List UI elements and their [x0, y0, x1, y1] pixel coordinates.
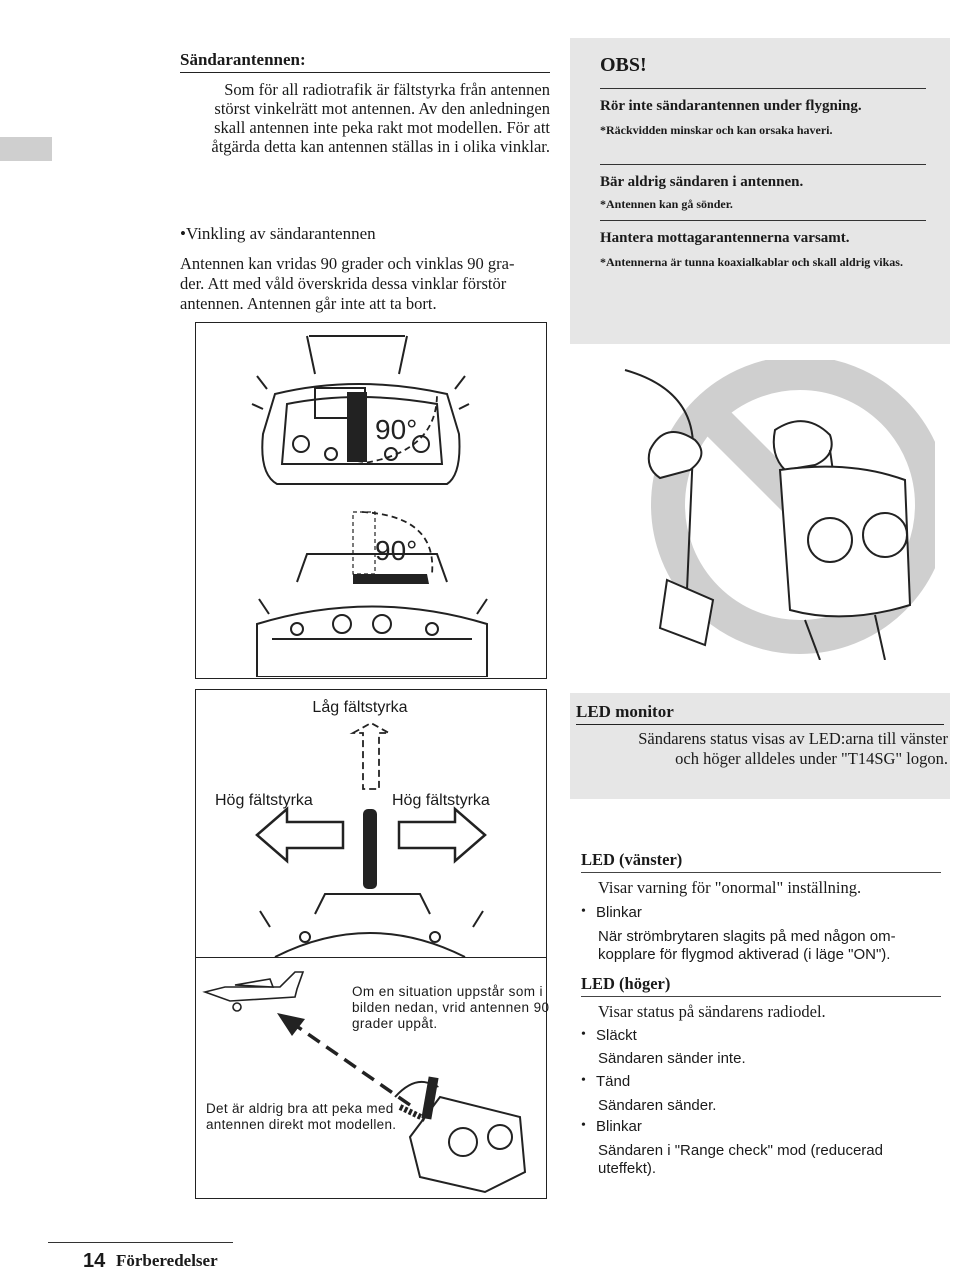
bullet-dot: •: [581, 1118, 586, 1133]
situation-caption-left: Det är aldrig bra att peka med antennen …: [206, 1101, 397, 1132]
high-field-label-right: Hög fältstyrka: [392, 792, 490, 809]
section-rule: [180, 72, 550, 73]
low-field-label: Låg fältstyrka: [312, 699, 408, 716]
field-strength-figure: [255, 721, 487, 957]
obs-note: *Räckvidden minskar och kan orsaka haver…: [600, 123, 833, 137]
arrow-left-illustration: [255, 806, 345, 864]
led-right-item-desc: Sändaren sänder.: [598, 1097, 717, 1114]
antenna-dark-illustration: [347, 392, 367, 462]
antenna-angle-figure: 90° 90°: [251, 335, 488, 677]
body-line: störst vinkelrätt mot antennen. Av den a…: [214, 99, 550, 118]
led-right-title: LED (höger): [581, 974, 671, 993]
rotation-arc-illustration: [356, 393, 438, 465]
antenna-angle-figure-frame: [195, 322, 547, 679]
angle-label-top: 90°: [375, 414, 417, 445]
obs-heading: Hantera mottagarantennerna varsamt.: [600, 230, 850, 246]
led-right-item-label: Tänd: [596, 1073, 631, 1090]
prohibited-carry-figure: [624, 360, 935, 660]
obs-heading: Bär aldrig sändaren i antennen.: [600, 174, 804, 190]
led-monitor-desc: Sändarens status visas av LED:arna till …: [576, 729, 948, 769]
transmitter-top-view-illustration: [251, 335, 470, 485]
footer-rule: [48, 1242, 233, 1243]
situation-figure: [202, 971, 527, 1194]
obs-heading: Rör inte sändarantennen under flygning.: [600, 98, 862, 114]
led-left-bullet-desc-2: kopplare för flygmod aktiverad (i läge "…: [598, 946, 891, 963]
transmitter-front-view-illustration: [256, 553, 488, 677]
chapter-name: Förberedelser: [116, 1251, 218, 1270]
led-right-desc: Visar status på sändarens radiodel.: [598, 1002, 826, 1021]
subsection-body: Antennen kan vridas 90 grader och vinkla…: [180, 254, 550, 314]
led-right-item-desc: Sändaren i "Range check" mod (reducerad: [598, 1142, 883, 1159]
body-line: skall antennen inte peka rakt mot modell…: [214, 118, 550, 137]
desc-line: Sändarens status visas av LED:arna till …: [638, 729, 948, 748]
obs-note: *Antennen kan gå sönder.: [600, 197, 733, 211]
body-line: Antennen kan vridas 90 grader och vinkla…: [180, 254, 515, 273]
section-title: Sändarantennen:: [180, 50, 306, 69]
direction-arrow-head-illustration: [277, 1013, 305, 1036]
situation-caption-right: Om en situation uppstår som i bilden ned…: [352, 984, 550, 1031]
antenna-upright-ghost-illustration: [352, 511, 376, 575]
obs-warning-box: OBS! Rör inte sändarantennen under flygn…: [570, 38, 950, 344]
body-line: der. Att med våld överskrida dessa vinkl…: [180, 274, 507, 293]
hand-carrying-transmitter-illustration: [624, 369, 912, 660]
body-line: åtgärda detta kan antennen ställas in i …: [211, 137, 550, 156]
led-left-rule: [581, 872, 941, 873]
desc-line: och höger alldeles under "T14SG" logon.: [675, 749, 948, 768]
led-right-item-label: Släckt: [596, 1027, 637, 1044]
led-left-title: LED (vänster): [581, 850, 683, 869]
body-line: antennen. Antennen går inte att ta bort.: [180, 294, 437, 313]
bullet-dot: •: [581, 904, 586, 919]
led-monitor-rule: [576, 724, 944, 725]
led-monitor-title: LED monitor: [576, 702, 674, 721]
arrow-right-illustration: [397, 806, 487, 864]
transmitter-illustration: [259, 893, 484, 957]
section-body: Som för all radiotrafik är fältstyrka fr…: [180, 80, 550, 156]
arrow-up-dashed-illustration: [349, 721, 393, 790]
airplane-illustration: [202, 971, 305, 1012]
direction-dashed-line-illustration: [294, 1023, 411, 1107]
led-right-rule: [581, 996, 941, 997]
led-monitor-box: LED monitor Sändarens status visas av LE…: [570, 693, 950, 799]
obs-note: *Antennerna är tunna koaxialkablar och s…: [600, 255, 903, 269]
led-right-item-desc: uteffekt).: [598, 1160, 657, 1177]
led-right-item-desc: Sändaren sänder inte.: [598, 1050, 746, 1067]
antenna-upright-illustration: [363, 809, 377, 889]
antenna-folded-illustration: [353, 574, 429, 584]
led-left-desc: Visar varning för "onormal" inställning.: [598, 878, 862, 897]
obs-rule: [600, 88, 926, 89]
bullet-dot: •: [581, 1073, 586, 1088]
subsection-title: •Vinkling av sändarantennen: [180, 224, 376, 243]
prohibition-ring-illustration: [651, 360, 935, 654]
obs-rule: [600, 164, 926, 165]
body-line: Som för all radiotrafik är fältstyrka fr…: [224, 80, 550, 99]
page-number: 14: [83, 1250, 106, 1272]
bullet-dot: •: [581, 1027, 586, 1042]
field-strength-figure-frame: [195, 689, 547, 957]
high-field-label-left: Hög fältstyrka: [215, 792, 313, 809]
situation-figure-frame: [195, 957, 547, 1199]
angle-label-bottom: 90°: [375, 535, 417, 566]
obs-title: OBS!: [600, 54, 647, 76]
chapter-tab-marker: [0, 137, 52, 161]
handheld-transmitter-illustration: [408, 1095, 527, 1194]
obs-rule: [600, 220, 926, 221]
antenna-illustration: [421, 1076, 439, 1120]
led-left-bullet-desc-1: När strömbrytaren slagits på med någon o…: [598, 928, 896, 945]
led-left-bullet: Blinkar: [596, 904, 642, 921]
fold-arc-illustration: [361, 511, 434, 575]
led-right-item-label: Blinkar: [596, 1118, 642, 1135]
